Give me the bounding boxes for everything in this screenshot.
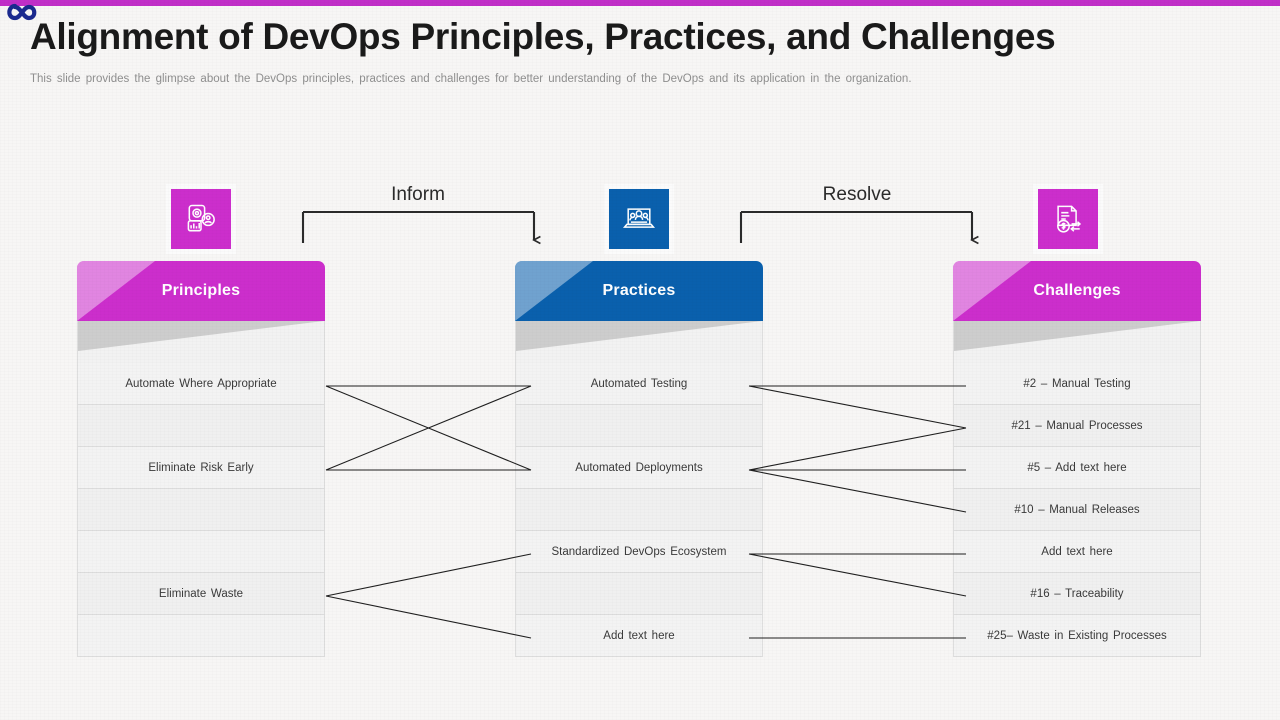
list-item[interactable]: Add text here [953, 531, 1201, 573]
list-item[interactable]: Add text here [515, 615, 763, 657]
list-item[interactable] [515, 489, 763, 531]
header-corner-accent [953, 261, 1031, 321]
page-subtitle: This slide provides the glimpse about th… [30, 73, 912, 85]
flow-arrow-inform [301, 210, 534, 243]
list-item[interactable]: Eliminate Risk Early [77, 447, 325, 489]
list-item[interactable]: Eliminate Waste [77, 573, 325, 615]
column-challenges: Challenges #2 – Manual Testing #21 – Man… [953, 261, 1201, 657]
list-item[interactable] [77, 489, 325, 531]
flow-label-resolve: Resolve [822, 184, 892, 205]
column-header-challenges: Challenges [953, 261, 1201, 321]
list-item[interactable]: #16 – Traceability [953, 573, 1201, 615]
column-title-principles: Principles [161, 282, 241, 299]
list-item[interactable] [77, 615, 325, 657]
column-rows-principles: Automate Where Appropriate Eliminate Ris… [77, 363, 325, 657]
list-item[interactable]: Automated Deployments [515, 447, 763, 489]
link-practices-challenges [748, 385, 967, 639]
infinity-loop-icon [4, 0, 46, 26]
analytics-user-report-icon [171, 189, 231, 249]
list-item[interactable] [515, 573, 763, 615]
flow-arrow-resolve [739, 210, 972, 243]
list-item[interactable]: #21 – Manual Processes [953, 405, 1201, 447]
list-item[interactable]: #10 – Manual Releases [953, 489, 1201, 531]
header-corner-accent [515, 261, 593, 321]
column-rows-practices: Automated Testing Automated Deployments … [515, 363, 763, 657]
column-title-practices: Practices [602, 282, 676, 299]
link-principles-practices [325, 385, 532, 639]
column-header-principles: Principles [77, 261, 325, 321]
column-title-challenges: Challenges [1033, 282, 1121, 299]
header-corner-accent [77, 261, 155, 321]
flow-label-inform: Inform [391, 184, 445, 205]
list-item[interactable]: Automated Testing [515, 363, 763, 405]
header-shadow-challenges [953, 321, 1201, 363]
list-item[interactable]: #2 – Manual Testing [953, 363, 1201, 405]
invoice-dollar-icon [1038, 189, 1098, 249]
column-practices: Practices Automated Testing Automated De… [515, 261, 763, 657]
header-shadow-practices [515, 321, 763, 363]
list-item[interactable]: #5 – Add text here [953, 447, 1201, 489]
list-item[interactable] [77, 531, 325, 573]
column-principles: Principles Automate Where Appropriate El… [77, 261, 325, 657]
list-item[interactable] [77, 405, 325, 447]
list-item[interactable]: Standardized DevOps Ecosystem [515, 531, 763, 573]
top-accent-bar [0, 0, 1280, 6]
header-shadow-principles [77, 321, 325, 363]
column-rows-challenges: #2 – Manual Testing #21 – Manual Process… [953, 363, 1201, 657]
column-header-practices: Practices [515, 261, 763, 321]
page-title: Alignment of DevOps Principles, Practice… [30, 16, 1056, 57]
laptop-team-icon [609, 189, 669, 249]
list-item[interactable] [515, 405, 763, 447]
list-item[interactable]: #25– Waste in Existing Processes [953, 615, 1201, 657]
list-item[interactable]: Automate Where Appropriate [77, 363, 325, 405]
